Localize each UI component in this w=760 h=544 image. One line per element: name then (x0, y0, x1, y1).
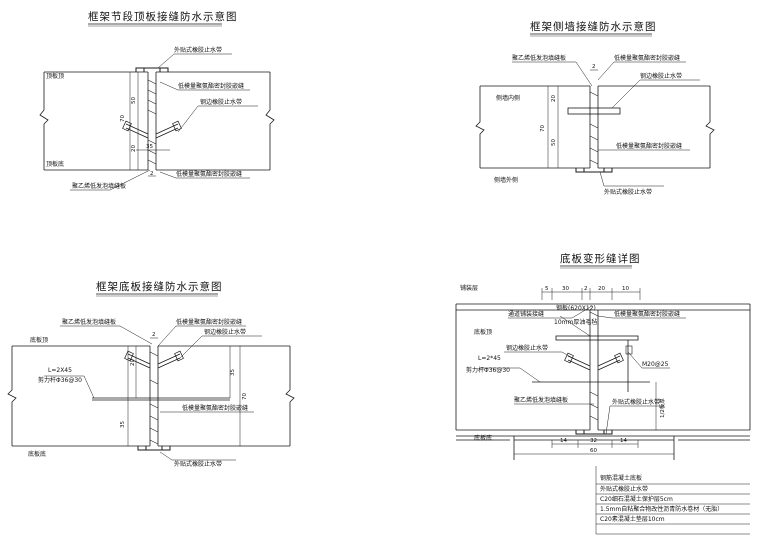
panel1-sealant-top-label: 低模量聚氨酯密封胶嵌缝 (178, 82, 244, 90)
panel4-dowel-spec-label: 剪力杆Φ36@30 (466, 366, 510, 374)
panel2-foam-board-label: 聚乙烯低发泡填缝板 (512, 54, 566, 62)
panel2-title: 框架侧墙接缝防水示意图 (530, 20, 657, 33)
panel4-dim-20: 20 (598, 286, 605, 292)
panel1-ext-waterstop-label: 外贴式橡胶止水带 (174, 46, 222, 54)
panel3-foam-board-label: 聚乙烯低发泡填缝板 (62, 318, 116, 326)
panel1-dim-2: 2 (150, 171, 154, 177)
panel3-title: 框架底板接缝防水示意图 (96, 280, 223, 293)
panel4-dim-5: 5 (545, 286, 549, 292)
panel1-top-face-label: 顶板顶 (46, 72, 64, 80)
panel2-ext-waterstop-shape (575, 168, 613, 173)
legend-item: 1.5mm自粘聚合物改性沥青防水卷材（无胎） (600, 505, 723, 513)
legend-item: C20素混凝土垫层10cm (600, 515, 665, 523)
panel2-sealant-top-label: 低模量聚氨酯密封胶嵌缝 (614, 54, 680, 62)
panel4-bolt-label: M20@25 (642, 361, 669, 368)
panel4-dim-2: 2 (584, 286, 588, 292)
panel4-foam-hatch (589, 311, 599, 421)
panel4-dim-60: 60 (590, 448, 597, 454)
panel2-ext-waterstop-label: 外贴式橡胶止水带 (604, 188, 652, 196)
panel4-sealant-label: 低模量聚氨酯密封胶嵌缝 (614, 310, 680, 318)
panel2-foam-hatch (589, 91, 599, 165)
panel1-sealant-bottom-label: 低模量聚氨酯密封胶嵌缝 (176, 170, 242, 178)
panel3-foam-hatch (149, 351, 159, 445)
panel2-dim-50: 50 (551, 139, 557, 146)
panel2-dim-70: 70 (540, 125, 546, 132)
panel1-dim-35: 35 (146, 144, 153, 150)
panel4-steel-waterstop (564, 352, 624, 371)
panel4-dim-14-left: 14 (560, 438, 567, 444)
panel2-sealant-mid-label: 低模量聚氨酯密封胶嵌缝 (616, 142, 682, 150)
panel1-slab-outline (39, 71, 275, 171)
panel3-top-face-label: 底板顶 (30, 336, 48, 344)
panel4-ext-waterstop-shape (575, 430, 613, 435)
panel4-title: 底板变形缝详图 (560, 252, 641, 265)
panel1-steel-waterstop (122, 120, 182, 139)
panel2-outer-face-label: 侧墙外侧 (494, 176, 518, 184)
panel1-foam-hatch (147, 79, 157, 165)
panel3-sealant-top-label: 低模量聚氨酯密封胶嵌缝 (176, 318, 242, 326)
panel-deformation-joint: 底板变形缝详图 5 30 2 20 10 (455, 252, 751, 535)
legend-item: C20细石混凝土保护层5cm (600, 495, 673, 503)
panel4-bottom-face-label: 底板底 (474, 434, 492, 442)
panel4-slab-outline (455, 303, 751, 460)
panel2-inner-face-label: 侧墙内侧 (496, 94, 520, 102)
panel1-foam-board-label: 聚乙烯低发泡填缝板 (72, 182, 126, 190)
panel4-dim-32: 32 (590, 438, 597, 444)
panel3-dim-35-left: 35 (120, 421, 126, 428)
panel2-steel-waterstop-label: 钢边橡胶止水带 (640, 72, 682, 80)
panel-top-slab: 框架节段顶板接缝防水示意图 顶板顶 顶板底 外贴式橡胶止水带 低模量聚氨酯密封胶… (39, 10, 275, 191)
panel3-dowel-length-label: L=2X45 (48, 367, 72, 374)
panel1-dim-70: 70 (120, 115, 126, 122)
legend-item: 外贴式橡胶止水带 (600, 485, 648, 493)
panel4-layer-legend: 钢筋混凝土底板 外贴式橡胶止水带 C20细石混凝土保护层5cm 1.5mm自粘聚… (595, 466, 750, 535)
panel3-steel-waterstop-label: 钢边橡胶止水带 (204, 328, 246, 336)
panel4-slope-label: 1/2板厚 (658, 398, 666, 418)
panel3-slab-outline (7, 345, 295, 447)
panel3-dowel-spec-label: 剪力杆Φ36@30 (38, 376, 82, 384)
panel4-steel-plate-label: 钢板(620X12) (556, 304, 596, 312)
panel3-ext-waterstop-label: 外贴式橡胶止水带 (174, 460, 222, 468)
panel3-sealant-mid-label: 低模量聚氨酯密封胶嵌缝 (182, 404, 248, 412)
panel2-dim-20: 20 (551, 95, 557, 102)
panel4-ext-waterstop-label: 外贴式橡胶止水带 (612, 398, 660, 406)
panel4-foam-board-label: 聚乙烯低发泡填缝板 (514, 396, 568, 404)
panel4-paving-label: 铺装层 (460, 284, 478, 292)
panel3-dim-35-right: 35 (230, 369, 236, 376)
panel3-dim-2: 2 (152, 332, 156, 338)
panel1-title: 框架节段顶板接缝防水示意图 (88, 10, 238, 23)
panel2-dim-2: 2 (592, 64, 596, 70)
panel-bottom-slab: 框架底板接缝防水示意图 底板顶 底板底 聚乙烯低发泡填缝板 低模量聚氨酯密封胶嵌… (7, 280, 295, 468)
panel4-dim-10: 10 (622, 286, 629, 292)
panel1-bottom-face-label: 顶板底 (46, 160, 64, 168)
panel-side-wall: 框架侧墙接缝防水示意图 侧墙内侧 侧墙外侧 聚乙烯低发泡填缝板 低模量聚氨酯密封… (475, 20, 715, 196)
panel1-ext-waterstop-shape (135, 67, 169, 72)
panel3-ext-waterstop-shape (137, 446, 171, 451)
panel1-steel-waterstop-label: 钢边橡胶止水带 (200, 98, 242, 106)
panel1-dim-20: 20 (131, 145, 137, 152)
panel4-dim-30: 30 (562, 286, 569, 292)
panel3-bottom-face-label: 底板底 (28, 450, 46, 458)
panel2-wall-outline (475, 85, 715, 169)
panel3-dim-20: 20 (130, 359, 136, 366)
panel4-dowel-length-label: L=2*45 (478, 355, 501, 362)
panel3-dim-70: 70 (242, 393, 248, 400)
panel1-dim-50: 50 (131, 97, 137, 104)
panel4-felt-label: 10mm厚油毛毡 (554, 318, 597, 326)
panel4-top-face-label: 底板顶 (474, 328, 492, 336)
legend-item: 钢筋混凝土底板 (600, 474, 642, 482)
panel4-bolt-shape (625, 345, 633, 355)
panel4-steel-waterstop-label: 钢边橡胶止水带 (506, 344, 548, 352)
panel4-dim-14-right: 14 (620, 438, 627, 444)
panel4-top-sealant-label: 通道铺装接缝 (508, 310, 544, 318)
